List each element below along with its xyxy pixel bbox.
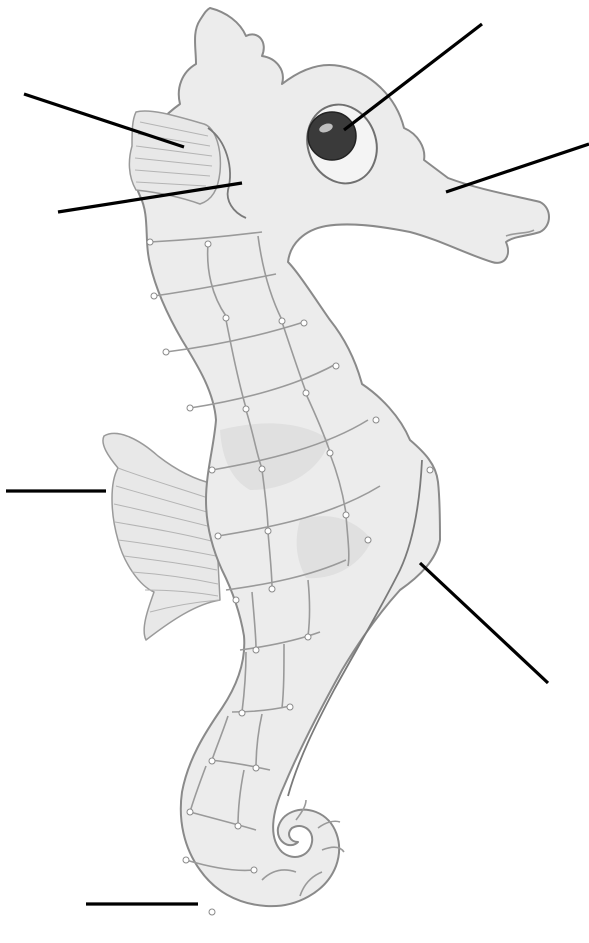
dorsal-fin <box>103 433 220 640</box>
seahorse-illustration <box>103 8 549 915</box>
label-line-snout <box>446 144 589 192</box>
label-line-pouch <box>420 563 548 683</box>
